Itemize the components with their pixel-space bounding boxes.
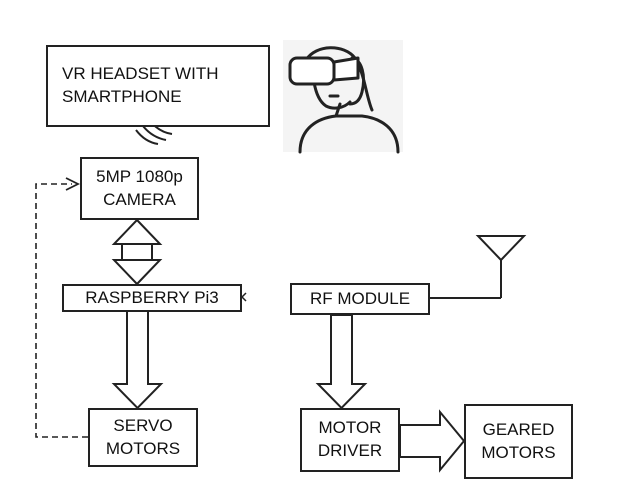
servo-motors-label: SERVO MOTORS (105, 415, 181, 458)
vr-user-icon (283, 40, 403, 154)
antenna-icon (430, 235, 527, 299)
feedback-arrowhead (65, 177, 81, 191)
camera-pi-double-arrow (111, 218, 163, 286)
camera-block: 5MP 1080p CAMERA (80, 157, 199, 220)
motor-driver-block: MOTOR DRIVER (300, 408, 400, 472)
raspberry-pi-block: RASPBERRY Pi3 (62, 284, 242, 312)
camera-label: 5MP 1080p CAMERA (96, 166, 183, 209)
driver-motors-arrow (399, 409, 466, 473)
vr-headset-block: VR HEADSET WITH SMARTPHONE (46, 45, 270, 127)
feedback-dashed-line (35, 183, 88, 438)
geared-motors-label: GEARED MOTORS (481, 419, 556, 462)
vr-headset-label: VR HEADSET WITH SMARTPHONE (62, 64, 219, 106)
pi-servo-arrow (111, 310, 164, 410)
rf-module-block: RF MODULE (290, 283, 430, 315)
pi-connector-mark (240, 292, 247, 302)
servo-motors-block: SERVO MOTORS (88, 408, 198, 467)
rf-module-label: RF MODULE (309, 288, 411, 308)
geared-motors-block: GEARED MOTORS (464, 404, 573, 479)
motor-driver-label: MOTOR DRIVER (317, 418, 383, 460)
raspberry-pi-label: RASPBERRY Pi3 (85, 287, 219, 307)
rf-driver-arrow (315, 314, 368, 410)
